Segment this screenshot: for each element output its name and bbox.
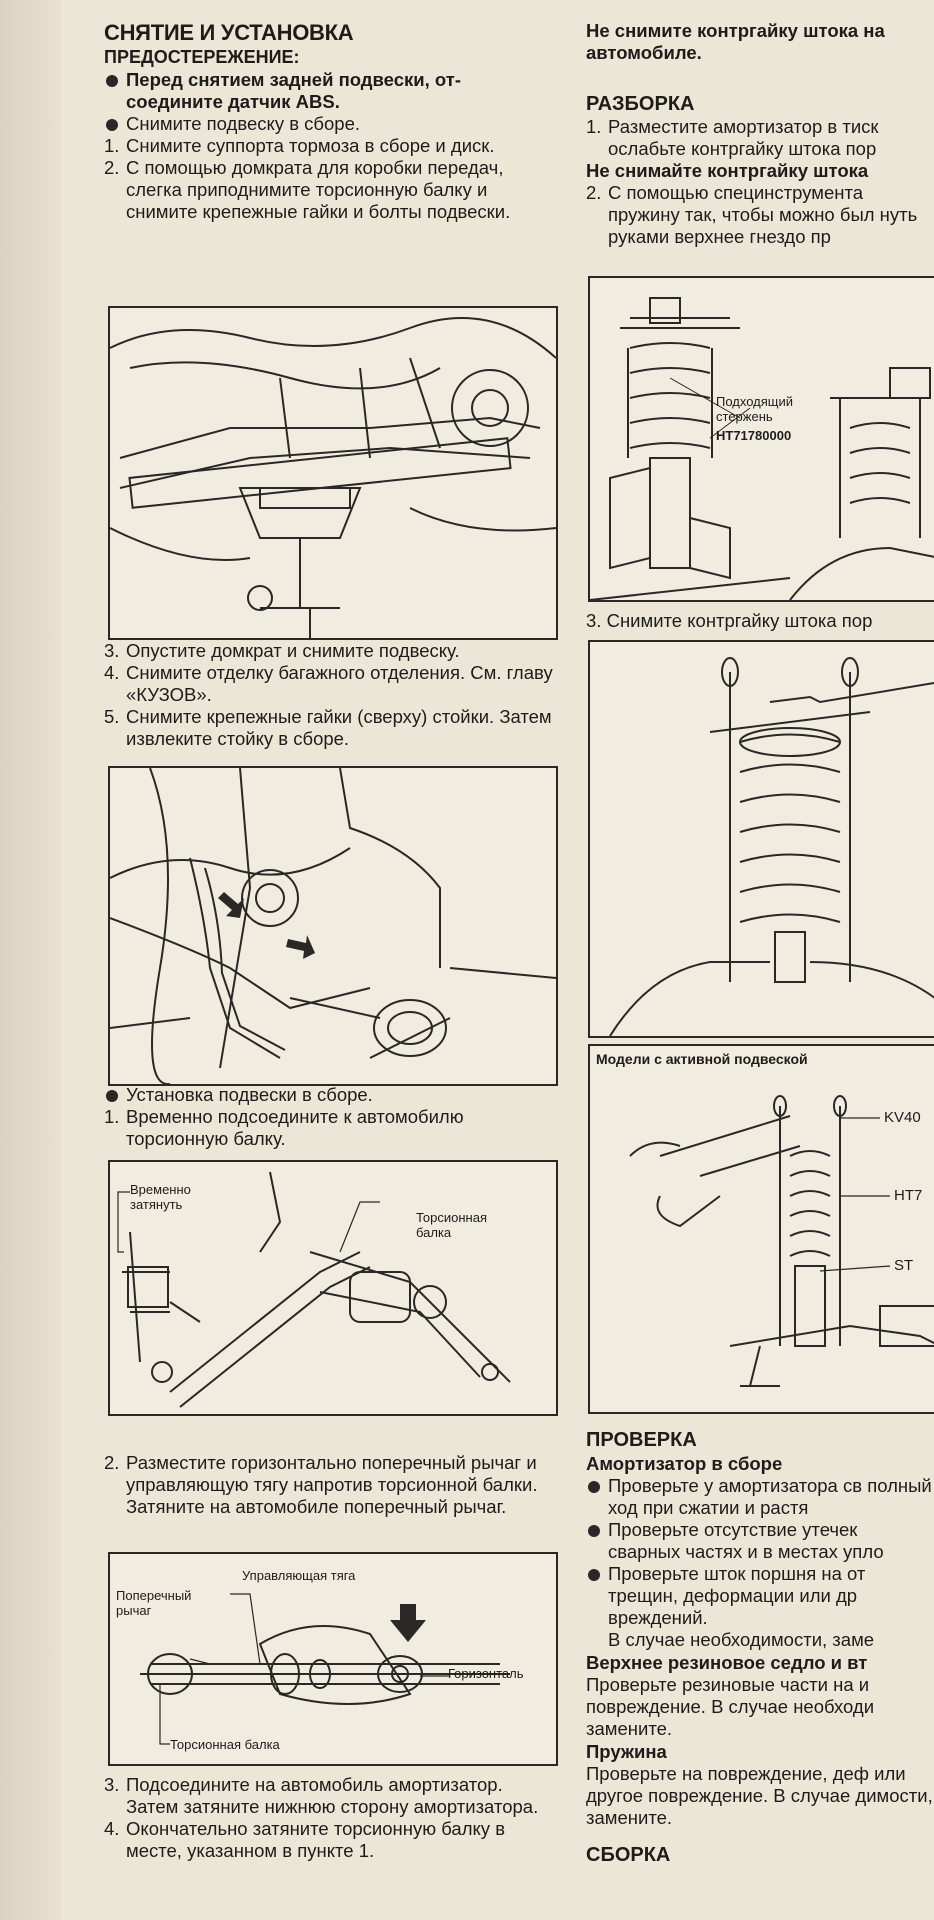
label-temporarily-tighten: Временно затянуть (130, 1182, 191, 1212)
left-column-install: Установка подвески в сборе. 1.Временно п… (104, 1084, 556, 1150)
label-control-rod: Управляющая тяга (242, 1568, 356, 1583)
label-torsion-beam: Торсионная балка (416, 1210, 488, 1240)
inspection-item: Проверьте у амортизатора св полный ход п… (586, 1475, 934, 1519)
seat-title: Верхнее резиновое седло и вт (586, 1652, 868, 1673)
figure-lateral-link: Управляющая тяга Поперечный рычаг Горизо… (108, 1552, 558, 1766)
label-horizontal: Горизонталь (448, 1666, 524, 1681)
install-header: Установка подвески в сборе. (104, 1084, 556, 1106)
left-column-final: 3.Подсоедините на автомобиль амортизатор… (104, 1774, 556, 1862)
label-torsion-beam: Торсионная балка (170, 1737, 280, 1752)
section-title: СНЯТИЕ И УСТАНОВКА (104, 20, 354, 45)
right-inspection: ПРОВЕРКА Амортизатор в сборе Проверьте у… (586, 1428, 934, 1908)
label-lateral-arm: Поперечный рычаг (116, 1588, 192, 1618)
assembly-title: СБОРКА (586, 1844, 671, 1866)
spring-text: Проверьте на повреждение, деф или другое… (586, 1763, 933, 1828)
label-active-suspension-models: Модели с активной подвеской (596, 1051, 808, 1067)
label-tool-code: HT71780000 (716, 428, 792, 443)
figure-strut-mount (108, 766, 558, 1086)
label-ht-tool: HT7 (894, 1187, 923, 1204)
step-item: 1.Временно подсоедините к автомобилю тор… (104, 1106, 464, 1149)
top-warning: Не снимите контргайку штока на автомобил… (586, 20, 885, 63)
inspection-item: Проверьте шток поршня на от трещин, дефо… (586, 1563, 934, 1629)
figure-torsion-beam: Временно затянуть Торсионная балка (108, 1160, 558, 1416)
left-column: СНЯТИЕ И УСТАНОВКА ПРЕДОСТЕРЕЖЕНИЕ: Пере… (104, 20, 556, 223)
shock-assembly-title: Амортизатор в сборе (586, 1453, 783, 1474)
removal-header: Снимите подвеску в сборе. (104, 113, 556, 135)
right-step3: 3. Снимите контргайку штока пор (586, 610, 934, 632)
step-item: 5.Снимите крепежные гайки (сверху) стойк… (104, 706, 552, 749)
shock-note: В случае необходимости, заме (608, 1629, 875, 1650)
left-column-mid: 3.Опустите домкрат и снимите подвеску. 4… (104, 640, 556, 750)
seat-text: Проверьте резиновые части на и поврежден… (586, 1674, 875, 1739)
right-column: Не снимите контргайку штока на автомобил… (586, 20, 934, 290)
step-item: 2.С помощью специнструмента пружину так,… (586, 182, 918, 247)
figure-active-suspension: Модели с активной подвеской KV40 HT7 ST (588, 1044, 934, 1414)
step-item: 4.Окончательно затяните торсионную балку… (104, 1818, 506, 1861)
inspection-title: ПРОВЕРКА (586, 1429, 697, 1451)
label-st-tool: ST (894, 1257, 914, 1274)
figure-lock-nut-removal (588, 640, 934, 1038)
label-suitable-rod: Подходящий стержень (716, 394, 794, 424)
inspection-item: Проверьте отсутствие утечек сварных част… (586, 1519, 934, 1563)
figure-spring-compressor: Подходящий стержень HT71780000 (588, 276, 934, 602)
step-item: 1.Разместите амортизатор в тиск ослабьте… (586, 116, 879, 159)
left-column-step2: 2.Разместите горизонтально поперечный ры… (104, 1452, 556, 1518)
figure-suspension-jack (108, 306, 558, 640)
step-item: 2.С помощью домкрата для коробки передач… (104, 157, 511, 222)
step-item: 2.Разместите горизонтально поперечный ры… (104, 1452, 538, 1517)
disassembly-warning: Не снимайте контргайку штока (586, 160, 869, 181)
step-item: 1.Снимите суппорта тормоза в сборе и дис… (104, 135, 495, 156)
step-number: 3. (586, 610, 602, 631)
disassembly-title: РАЗБОРКА (586, 93, 695, 115)
caution-item: Перед снятием задней подвески, от-соедин… (104, 69, 556, 113)
step-text: Снимите контргайку штока пор (606, 610, 873, 631)
caution-heading: ПРЕДОСТЕРЕЖЕНИЕ: (104, 47, 300, 67)
label-kv-tool: KV40 (884, 1109, 921, 1126)
step-item: 3.Подсоедините на автомобиль амортизатор… (104, 1774, 539, 1817)
step-item: 3.Опустите домкрат и снимите подвеску. (104, 640, 460, 661)
step-item: 4.Снимите отделку багажного отделения. С… (104, 662, 553, 705)
page-margin (0, 0, 62, 1920)
spring-title: Пружина (586, 1741, 667, 1762)
